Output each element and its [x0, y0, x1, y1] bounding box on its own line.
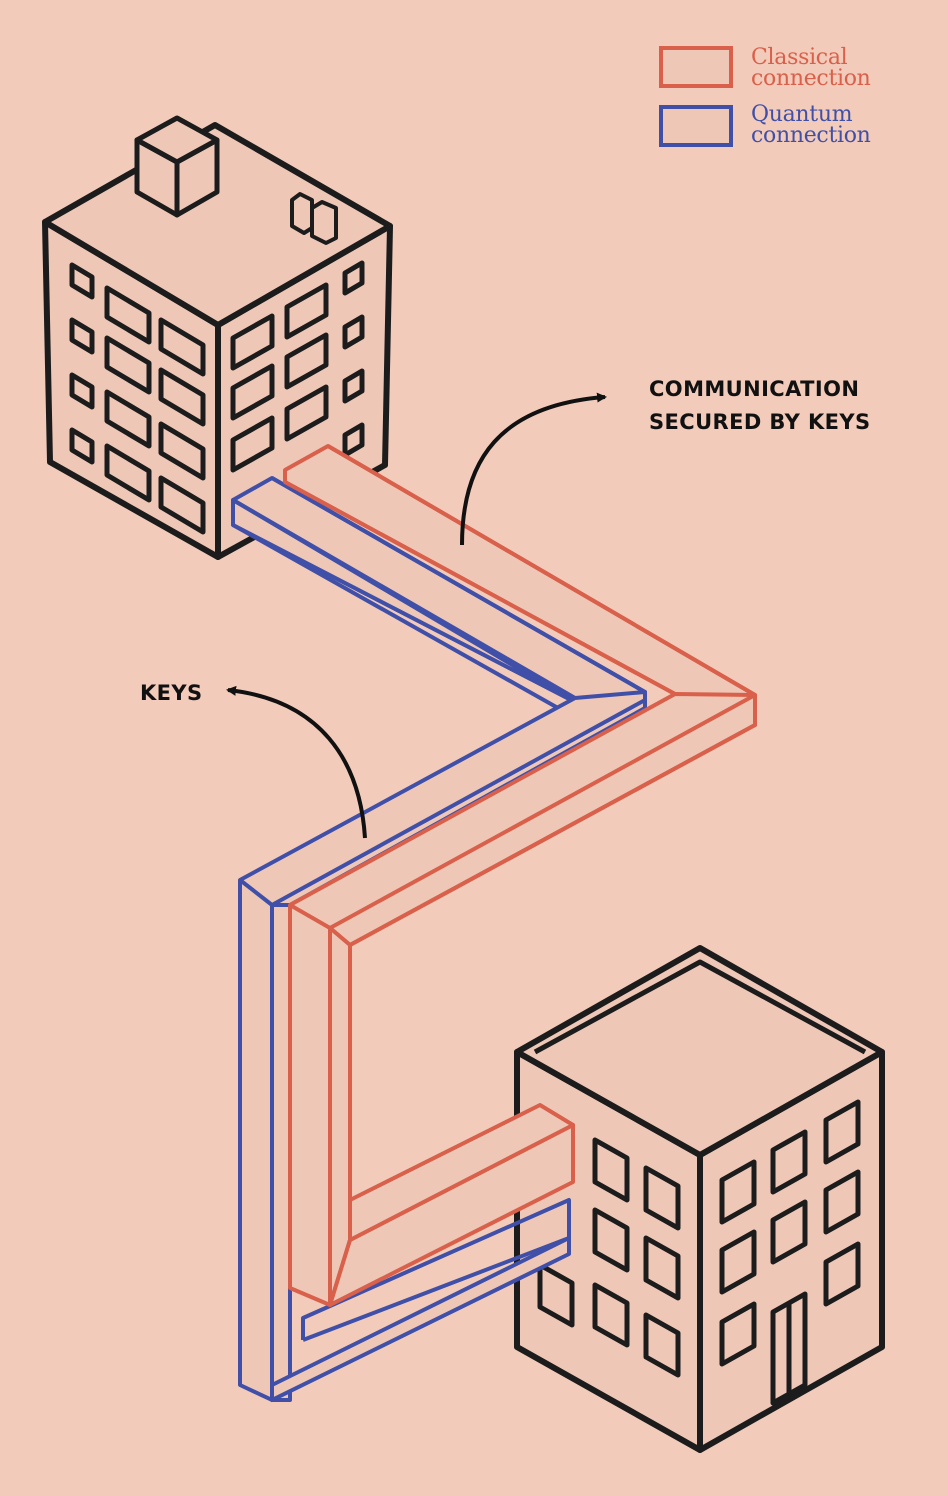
- keys-callout-text: KEYS: [140, 681, 203, 705]
- left-face-windows: [69, 262, 206, 535]
- keys-callout: KEYS: [140, 677, 203, 710]
- communication-callout-line2: SECURED BY KEYS: [649, 410, 871, 434]
- legend-quantum-line1: Quantum: [751, 102, 853, 127]
- legend-classical-line2: connection: [751, 66, 871, 91]
- building-top: [42, 115, 393, 560]
- communication-arrow: [460, 392, 607, 546]
- right-face-windows: [230, 260, 365, 473]
- quantum-connection-beam: [231, 476, 647, 1402]
- legend-classical-swatch: [659, 46, 733, 88]
- legend-quantum-line2: connection: [751, 123, 871, 148]
- rooftop-box: [134, 115, 220, 218]
- classical-connection-beam: [283, 444, 757, 1307]
- bottom-right-face-windows: [719, 1099, 861, 1367]
- legend-quantum-label: Quantum connection: [751, 102, 871, 148]
- legend-quantum-swatch: [659, 105, 733, 147]
- bottom-left-face-windows: [537, 1137, 681, 1378]
- building-bottom: [514, 945, 885, 1453]
- communication-callout-line1: COMMUNICATION: [649, 377, 860, 401]
- door: [770, 1291, 808, 1406]
- legend-classical-label: Classical connection: [751, 45, 871, 91]
- legend-classical-line1: Classical: [751, 45, 848, 70]
- rooftop-vents: [290, 192, 338, 245]
- keys-arrow: [226, 685, 367, 839]
- communication-callout: COMMUNICATION SECURED BY KEYS: [649, 373, 871, 439]
